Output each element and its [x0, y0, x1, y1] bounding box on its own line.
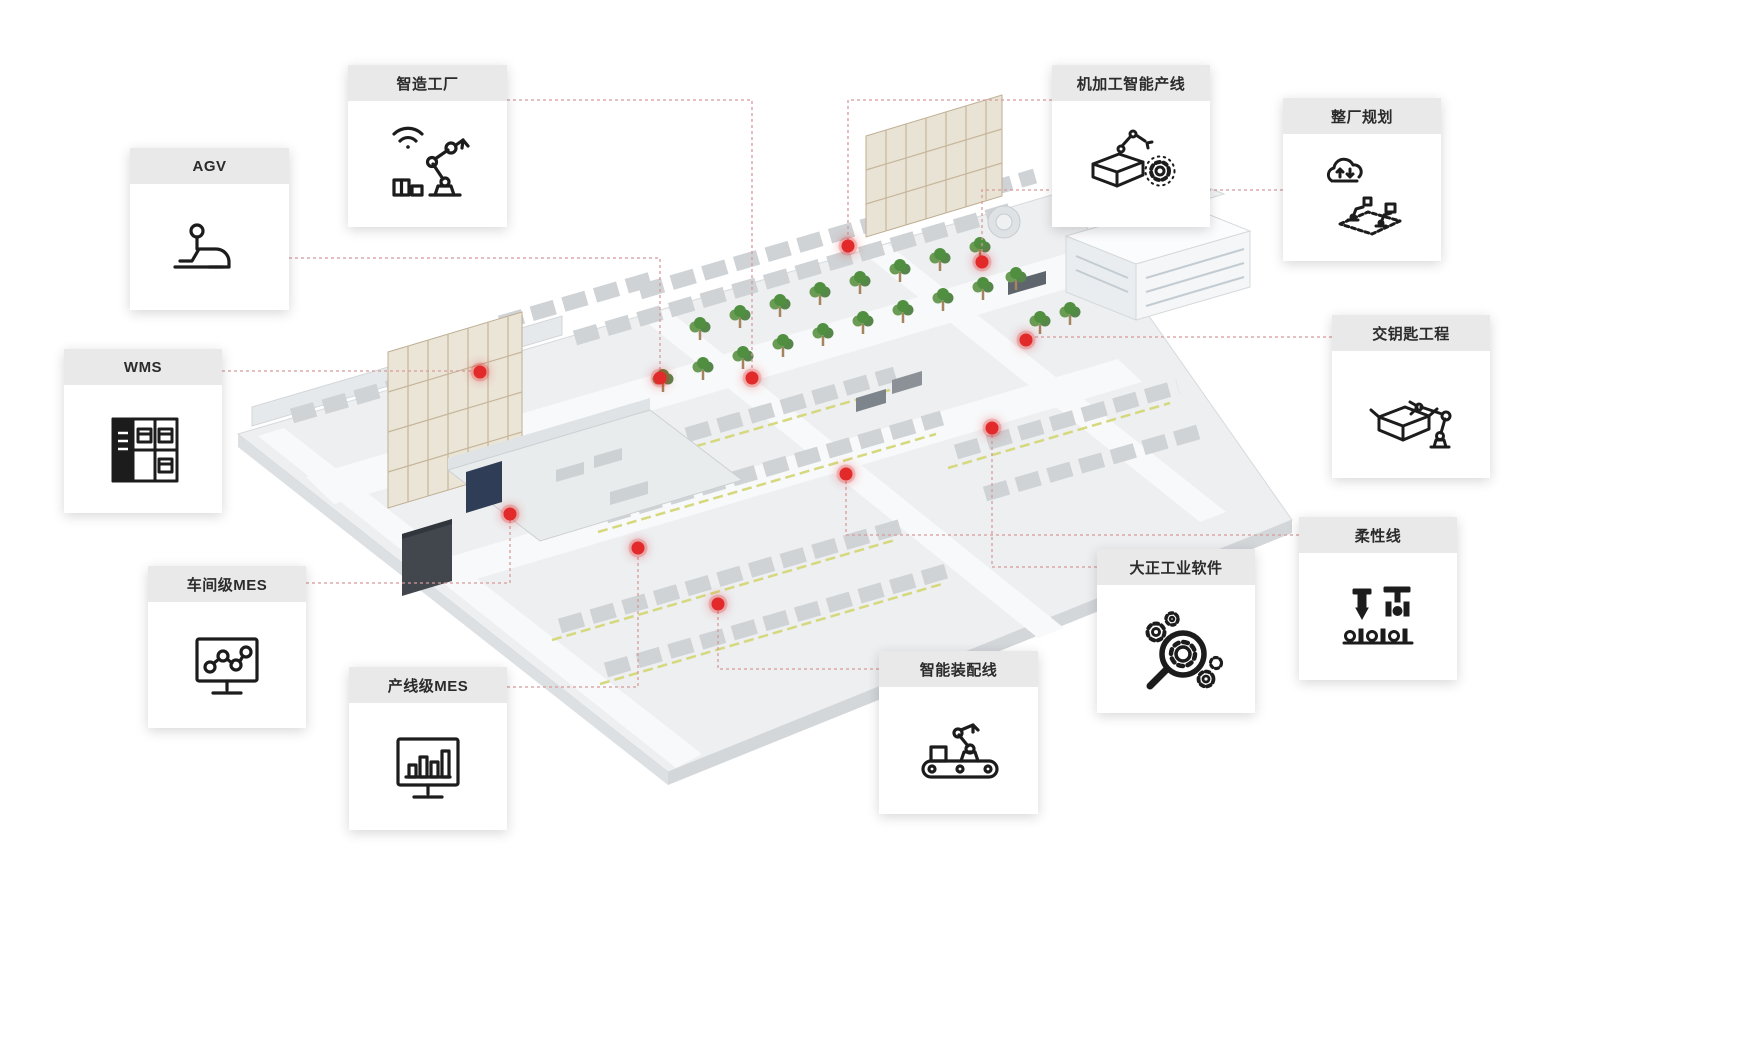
hotspot-plant-planning[interactable] [975, 255, 989, 269]
card-title: 柔性线 [1299, 517, 1457, 553]
card-title: AGV [130, 148, 289, 184]
card-machining-line: 机加工智能产线 [1052, 65, 1210, 227]
flexible-line-icon [1342, 586, 1414, 644]
plant-planning-icon [1326, 157, 1402, 235]
machine-units [856, 271, 1046, 412]
hotspot-wms[interactable] [473, 365, 487, 379]
hotspot-turnkey[interactable] [1019, 333, 1033, 347]
workshop-mes-icon [195, 637, 259, 695]
hotspot-industrial-software[interactable] [985, 421, 999, 435]
card-workshop-mes: 车间级MES [148, 566, 306, 728]
hotspot-workshop-mes[interactable] [503, 507, 517, 521]
safety-fences [551, 388, 1171, 686]
card-turnkey: 交钥匙工程 [1332, 315, 1490, 478]
card-flexible-line: 柔性线 [1299, 517, 1457, 680]
warehouse-icon [111, 417, 179, 483]
card-title: 智造工厂 [348, 65, 507, 101]
card-title: 产线级MES [349, 667, 507, 703]
control-room [446, 398, 744, 542]
card-plant-planning: 整厂规划 [1283, 98, 1441, 261]
card-wms: WMS [64, 349, 222, 513]
card-title: 整厂规划 [1283, 98, 1441, 134]
storage-racks-top [865, 94, 1021, 239]
card-agv: AGV [130, 148, 289, 310]
line-mes-icon [396, 736, 460, 799]
software-gears-icon [1145, 611, 1224, 690]
machining-robot-icon [1091, 129, 1176, 188]
hotspot-machining-line[interactable] [841, 239, 855, 253]
hotspot-line-mes[interactable] [631, 541, 645, 555]
agv-icon [172, 223, 231, 269]
hotspot-assembly-line[interactable] [711, 597, 725, 611]
turnkey-robot-icon [1369, 400, 1452, 448]
assembly-line-icon [920, 722, 999, 779]
card-title: 交钥匙工程 [1332, 315, 1490, 351]
hotspot-agv[interactable] [653, 371, 667, 385]
smart-factory-icon [391, 126, 470, 197]
card-industrial-software: 大正工业软件 [1097, 549, 1255, 713]
card-title: 大正工业软件 [1097, 549, 1255, 585]
card-title: 机加工智能产线 [1052, 65, 1210, 101]
card-smart-factory: 智造工厂 [348, 65, 507, 227]
card-assembly-line: 智能装配线 [879, 651, 1038, 814]
card-title: 车间级MES [148, 566, 306, 602]
card-title: 智能装配线 [879, 651, 1038, 687]
card-line-mes: 产线级MES [349, 667, 507, 830]
hotspot-flexible-line[interactable] [839, 467, 853, 481]
card-title: WMS [64, 349, 222, 385]
hotspot-smart-factory[interactable] [745, 371, 759, 385]
